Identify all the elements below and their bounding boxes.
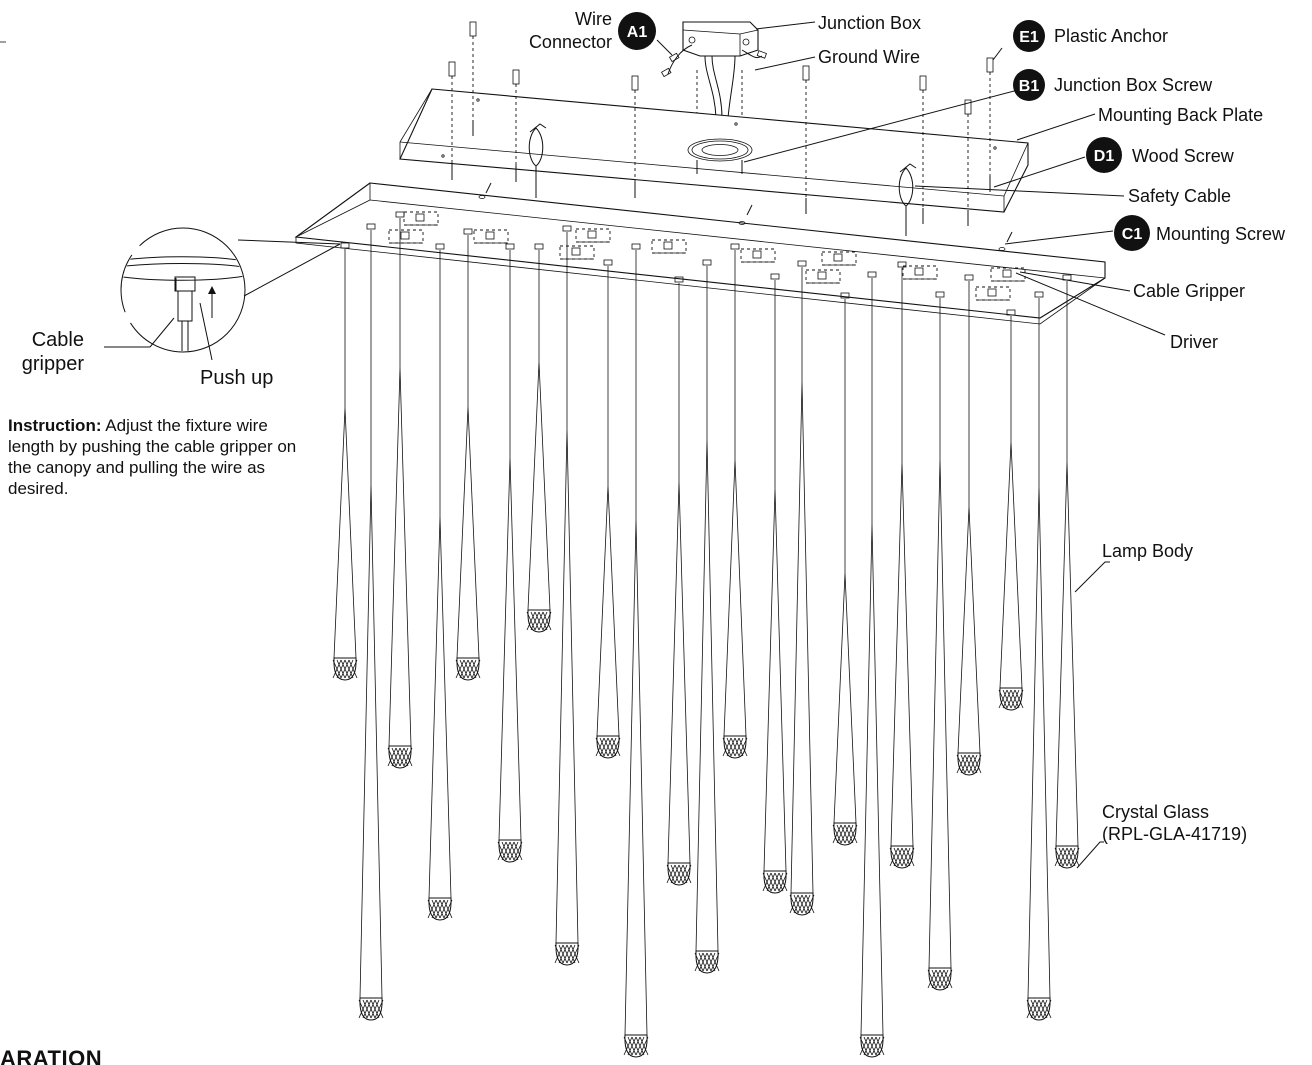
safety-cable xyxy=(528,123,917,236)
driver-box xyxy=(805,269,841,284)
junction-box xyxy=(660,21,767,160)
label-driver: Driver xyxy=(1170,332,1218,352)
driver-box xyxy=(559,245,595,260)
driver-box xyxy=(473,229,509,244)
label-cable-gripper: Cable Gripper xyxy=(1133,281,1245,301)
label-mounting-screw: Mounting Screw xyxy=(1156,224,1286,244)
badge-b1: B1 xyxy=(1013,69,1045,101)
pendant xyxy=(554,225,580,966)
badge-c1: C1 xyxy=(1114,215,1150,251)
label-junction-box: Junction Box xyxy=(818,13,921,33)
mounting-back-plate xyxy=(399,88,1029,213)
label-wire-connector-line1: Wire xyxy=(575,9,612,29)
badge-e1: E1 xyxy=(1013,20,1045,52)
driver-box xyxy=(821,251,857,266)
pendant xyxy=(694,259,720,974)
pendant xyxy=(889,261,915,869)
pendant-lamps xyxy=(332,211,1080,1058)
label-wire-connector-line2: Connector xyxy=(529,32,612,52)
pendant xyxy=(526,243,552,633)
label-detail-cable-gripper-line2: gripper xyxy=(22,353,85,375)
svg-text:E1: E1 xyxy=(1019,29,1039,46)
pendant xyxy=(497,243,523,863)
instruction-body: Adjust the fixture wire length by pushin… xyxy=(8,416,297,498)
badge-a1: A1 xyxy=(618,12,656,50)
svg-text:A1: A1 xyxy=(627,24,648,41)
pendant xyxy=(1026,291,1052,1021)
pendant xyxy=(859,271,885,1058)
pendant xyxy=(455,228,481,681)
label-ground-wire: Ground Wire xyxy=(818,47,920,67)
pendant xyxy=(623,243,649,1058)
pendant xyxy=(927,291,953,991)
label-crystal-glass-line2: (RPL-GLA-41719) xyxy=(1102,824,1247,844)
label-mounting-back-plate: Mounting Back Plate xyxy=(1098,105,1263,125)
driver-box xyxy=(740,248,776,263)
driver-box xyxy=(990,267,1026,282)
pendant xyxy=(956,274,982,776)
pendant xyxy=(762,273,788,894)
label-lamp-body: Lamp Body xyxy=(1102,541,1193,561)
canopy xyxy=(294,182,1106,325)
pendant xyxy=(387,211,413,769)
pendant xyxy=(998,309,1024,711)
instruction-bold: Instruction: xyxy=(8,416,102,435)
pendant xyxy=(722,243,748,759)
driver-box xyxy=(902,265,938,280)
cable-gripper-detail xyxy=(104,227,341,361)
label-junction-box-screw: Junction Box Screw xyxy=(1054,75,1213,95)
label-detail-cable-gripper-line1: Cable xyxy=(32,329,84,351)
svg-text:B1: B1 xyxy=(1019,78,1040,95)
pendant xyxy=(427,243,453,921)
instruction-text: Instruction: Adjust the fixture wire len… xyxy=(8,415,308,499)
pendant xyxy=(358,223,384,1021)
driver-box xyxy=(651,239,687,254)
driver-box xyxy=(403,211,439,226)
svg-text:D1: D1 xyxy=(1094,148,1115,165)
label-crystal-glass-line1: Crystal Glass xyxy=(1102,802,1209,822)
leader-lines xyxy=(656,21,1166,869)
drivers xyxy=(388,211,1026,301)
label-safety-cable: Safety Cable xyxy=(1128,186,1231,206)
driver-box xyxy=(975,286,1011,301)
label-push-up: Push up xyxy=(200,367,273,389)
pendant xyxy=(666,276,692,886)
label-plastic-anchor: Plastic Anchor xyxy=(1054,26,1168,46)
pendant xyxy=(832,292,858,846)
pendant xyxy=(332,242,358,681)
badge-d1: D1 xyxy=(1086,137,1122,173)
pendant xyxy=(595,259,621,759)
svg-text:C1: C1 xyxy=(1122,226,1143,243)
pendant xyxy=(1054,274,1080,869)
label-wood-screw: Wood Screw xyxy=(1132,146,1235,166)
driver-box xyxy=(575,228,611,243)
pendant xyxy=(789,260,815,916)
section-heading: ARATION xyxy=(0,1046,103,1065)
driver-box xyxy=(388,229,424,244)
